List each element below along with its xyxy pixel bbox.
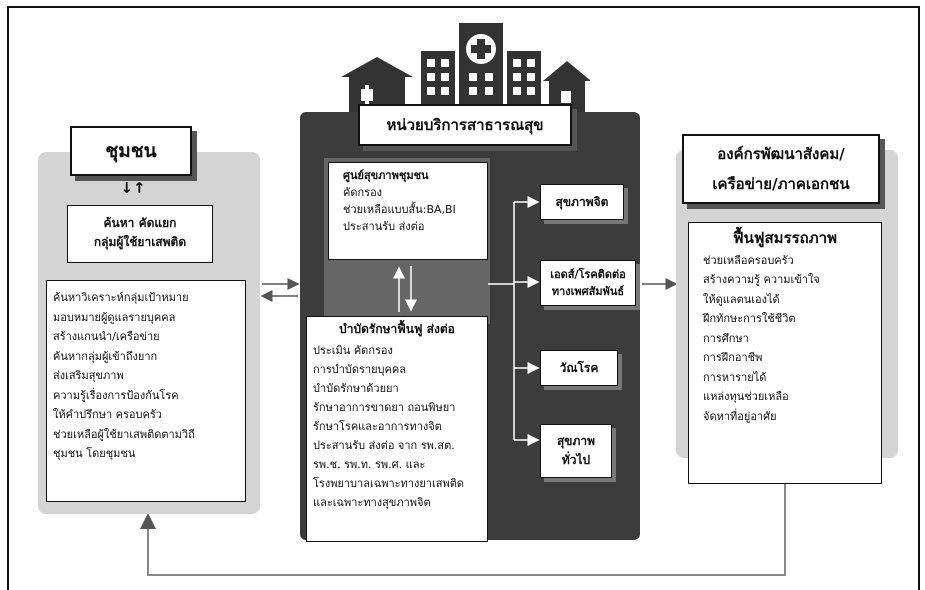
activity-item: ช่วยเหลือผู้ใช้ยาเสพติดตามวิถี (53, 427, 195, 441)
activity-item: ความรู้เรื่องการป้องกันโรค (53, 388, 179, 402)
partners-item: ฝึกทักษะการใช้ชีวิต (703, 312, 796, 325)
partners-item: แหล่งทุนช่วยเหลือ (703, 390, 789, 403)
partners-item: การหารายได้ (703, 370, 767, 384)
center-line: คัดกรอง (343, 186, 383, 199)
service-label: เอดส์/โรคติดต่อ ทางเพศสัมพันธ์ (550, 268, 626, 298)
activity-item: ชุมชน โดยชุมชน (53, 447, 136, 460)
center-line: ประสานรับ ส่งต่อ (343, 220, 425, 233)
partners-item: จัดหาที่อยู่อาศัย (703, 409, 777, 423)
activity-item: ส่งเสริมสุขภาพ (53, 369, 124, 382)
partners-rehab-title: ฟื้นฟูสมรรถภาพ (733, 229, 837, 247)
service-label: วัณโรค (559, 360, 599, 375)
service-aids-std: เอดส์/โรคติดต่อ ทางเพศสัมพันธ์ (540, 260, 636, 306)
activity-item: สร้างแกนนำ/เครือข่าย (53, 330, 160, 343)
rehab-box: บำบัดรักษาฟื้นฟู ส่งต่อ ประเมิน คัดกรอง … (306, 316, 488, 542)
service-general-health: สุขภาพ ทั่วไป (540, 424, 612, 478)
partners-item: ให้ดูแลตนเองได้ (703, 292, 780, 306)
rehab-line: และเฉพาะทางสุขภาพจิต (313, 496, 431, 509)
loop-line (140, 455, 786, 576)
search-line: กลุ่มผู้ใช้ยาเสพติด (93, 235, 187, 249)
community-title: ชุมชน (70, 126, 192, 176)
rehab-line: การบำบัดรายบุคคล (313, 363, 407, 376)
rehab-line: ประเมิน คัดกรอง (313, 344, 393, 357)
service-branch-lines (488, 196, 540, 446)
hospital-buildings-icon (341, 23, 590, 112)
diagram-frame (7, 6, 920, 590)
service-label: สุขภาพจิต (555, 194, 609, 209)
partners-title-line: องค์กรพัฒนาสังคม/ (717, 145, 845, 163)
partners-item: การฝึกอาชีพ (703, 351, 763, 364)
community-center-box: ศูนย์สุขภาพชุมชน คัดกรอง ช่วยเหลือแบบสั้… (328, 162, 488, 260)
service-tuberculosis: วัณโรค (540, 350, 618, 386)
rehab-line: รพ.ช. รพ.ท. รพ.ศ. และ (313, 458, 426, 471)
rehab-line: บำบัดรักษาด้วยยา (313, 382, 399, 395)
partners-rehab-box: ฟื้นฟูสมรรถภาพ ช่วยเหลือครอบครัว สร้างคว… (688, 222, 882, 484)
partners-item: ช่วยเหลือครอบครัว (703, 253, 794, 267)
health-unit-title-text: หน่วยบริการสาธารณสุข (386, 116, 544, 134)
rehab-title: บำบัดรักษาฟื้นฟู ส่งต่อ (339, 322, 455, 336)
rehab-line: ประสานรับ ส่งต่อ จาก รพ.สต. (313, 439, 455, 452)
service-label: สุขภาพ ทั่วไป (556, 434, 596, 467)
community-center-title: ศูนย์สุขภาพชุมชน (343, 169, 429, 182)
rehab-line: รักษาโรคและอาการทางจิต (313, 420, 442, 433)
search-line: ค้นหา คัดแยก (103, 216, 177, 230)
partners-item: สร้างความรู้ ความเข้าใจ (703, 273, 820, 286)
search-box: ค้นหา คัดแยก กลุ่มผู้ใช้ยาเสพติด (67, 205, 213, 263)
rehab-line: โรงพยาบาลเฉพาะทางยาเสพติด (313, 477, 464, 490)
service-mental-health: สุขภาพจิต (540, 184, 624, 220)
partners-title: องค์กรพัฒนาสังคม/ เครือข่าย/ภาคเอกชน (682, 134, 880, 204)
center-line: ช่วยเหลือแบบสั้น:BA,BI (343, 203, 456, 216)
partners-title-line: เครือข่าย/ภาคเอกชน (712, 175, 850, 193)
activity-item: ค้นหากลุ่มผู้เข้าถึงยาก (53, 349, 158, 363)
activity-item: มอบหมายผู้ดูแลรายบุคคล (53, 310, 176, 324)
community-title-text: ชุมชน (105, 140, 157, 162)
rehab-line: รักษาอาการขาดยา ถอนพิษยา (313, 401, 456, 414)
health-unit-title: หน่วยบริการสาธารณสุข (358, 104, 572, 146)
updown-arrows-icon: ↓↑ (120, 179, 146, 197)
vertical-arrows (393, 266, 417, 312)
activity-item: ให้คำปรึกษา ครอบครัว (53, 408, 162, 421)
community-activities: ค้นหาวิเคราะห์กลุ่มเป้าหมาย มอบหมายผู้ดู… (46, 280, 246, 502)
activity-item: ค้นหาวิเคราะห์กลุ่มเป้าหมาย (53, 291, 189, 304)
partners-item: การศึกษา (703, 331, 749, 345)
